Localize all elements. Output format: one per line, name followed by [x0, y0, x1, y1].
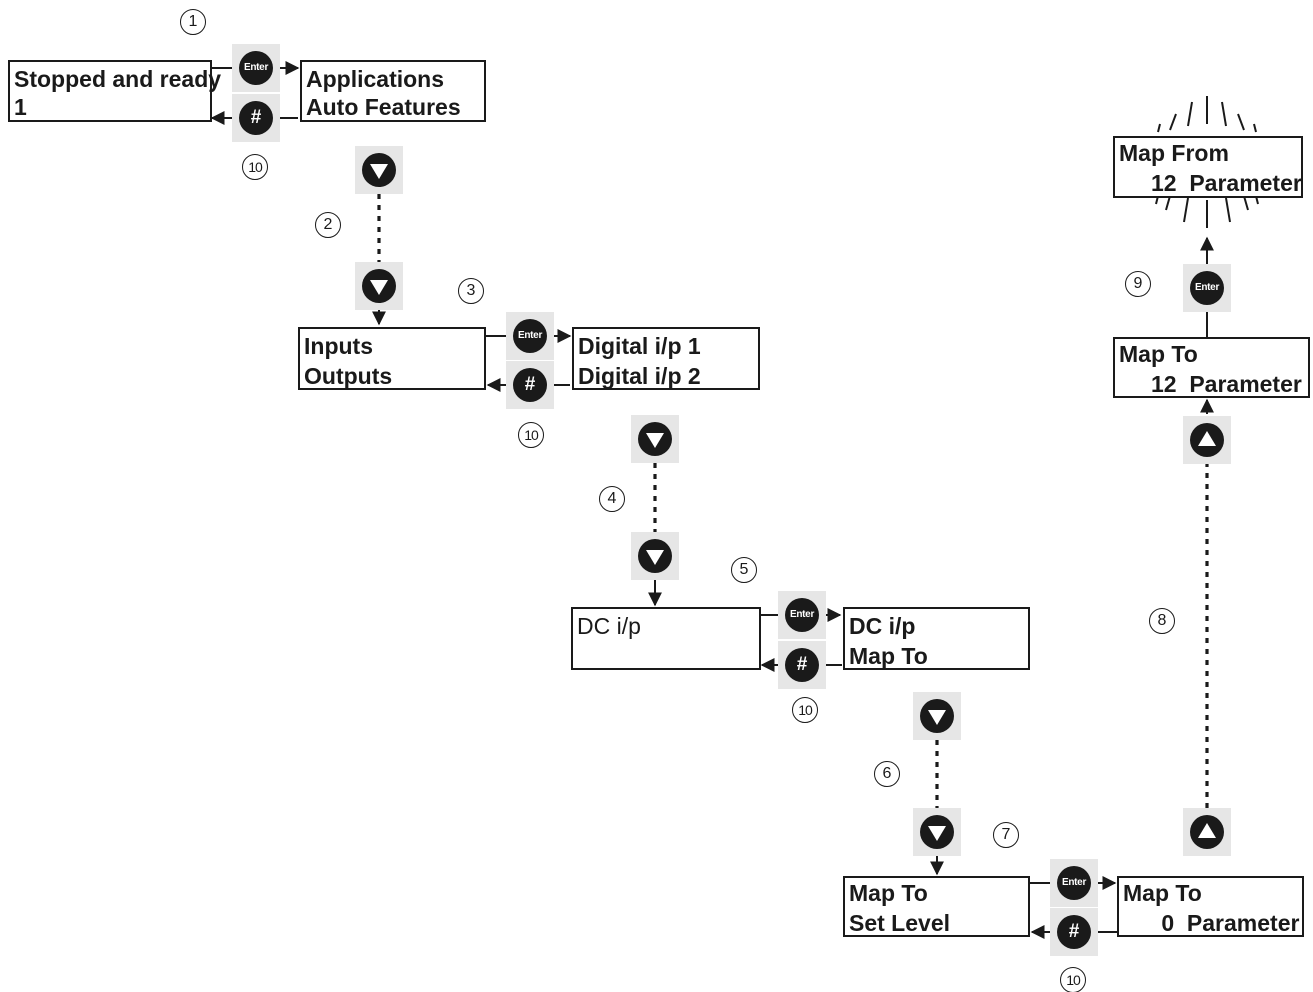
down-button[interactable]	[631, 415, 679, 463]
display-line-2: Auto Features	[306, 94, 461, 120]
display-line-2: 12 Parameter	[1119, 371, 1302, 397]
display-dc-menu: DC i/p	[571, 607, 761, 670]
display-applications: Applications Auto Features	[300, 60, 486, 122]
display-map-to-zero: Map To 0 Parameter	[1117, 876, 1304, 937]
hash-key-icon: #	[785, 648, 819, 682]
step-number: 1	[180, 9, 206, 35]
down-button[interactable]	[355, 262, 403, 310]
step-number: 10	[792, 697, 818, 723]
enter-key-icon: Enter	[1190, 271, 1224, 305]
display-line-1: Digital i/p 1	[578, 333, 701, 359]
display-line-2: Set Level	[849, 910, 950, 936]
enter-key-icon: Enter	[239, 51, 273, 85]
escape-hash-button[interactable]: #	[1050, 908, 1098, 956]
down-arrow-key-icon	[920, 699, 954, 733]
step-number: 2	[315, 212, 341, 238]
enter-key-icon: Enter	[513, 319, 547, 353]
display-line-1: DC i/p	[849, 613, 916, 639]
step-number: 3	[458, 278, 484, 304]
step-number: 10	[242, 154, 268, 180]
display-line-2: 12 Parameter	[1119, 170, 1302, 196]
escape-hash-button[interactable]: #	[778, 641, 826, 689]
enter-button[interactable]: Enter	[778, 591, 826, 639]
display-map-to-set-level: Map To Set Level	[843, 876, 1030, 937]
step-number: 8	[1149, 608, 1175, 634]
step-number: 5	[731, 557, 757, 583]
enter-button[interactable]: Enter	[1050, 859, 1098, 907]
display-stopped-ready: Stopped and ready 1	[8, 60, 221, 122]
enter-button[interactable]: Enter	[506, 312, 554, 360]
down-button[interactable]	[631, 532, 679, 580]
display-line-1: Map To	[1123, 880, 1202, 906]
down-arrow-key-icon	[638, 422, 672, 456]
display-line-1: Map From	[1119, 140, 1229, 166]
up-arrow-key-icon	[1190, 423, 1224, 457]
display-line-2: 0 Parameter	[1123, 910, 1300, 936]
step-number: 9	[1125, 271, 1151, 297]
display-line-1: DC i/p	[577, 613, 641, 639]
display-line-2: Map To	[849, 643, 928, 669]
down-arrow-key-icon	[638, 539, 672, 573]
down-arrow-key-icon	[362, 269, 396, 303]
step-number: 4	[599, 486, 625, 512]
hash-key-icon: #	[239, 101, 273, 135]
display-line-2: Digital i/p 2	[578, 363, 701, 389]
hash-key-icon: #	[513, 368, 547, 402]
hash-key-icon: #	[1057, 915, 1091, 949]
display-digital-inputs: Digital i/p 1 Digital i/p 2	[572, 327, 760, 390]
up-arrow-key-icon	[1190, 815, 1224, 849]
down-button[interactable]	[355, 146, 403, 194]
display-line-2: Outputs	[304, 363, 393, 389]
display-line-2: 1	[14, 94, 27, 120]
down-button[interactable]	[913, 808, 961, 856]
display-inputs-outputs: Inputs Outputs	[298, 327, 486, 390]
step-number: 7	[993, 822, 1019, 848]
down-arrow-key-icon	[362, 153, 396, 187]
up-button[interactable]	[1183, 808, 1231, 856]
escape-hash-button[interactable]: #	[232, 94, 280, 142]
display-dc-submenu: DC i/p Map To	[843, 607, 1030, 670]
enter-key-icon: Enter	[785, 598, 819, 632]
display-map-from: Map From 12 Parameter	[1113, 136, 1303, 198]
display-line-1: Map To	[1119, 341, 1198, 367]
down-arrow-key-icon	[920, 815, 954, 849]
display-line-1: Inputs	[304, 333, 373, 359]
display-line-1: Stopped and ready	[14, 66, 222, 92]
step-number: 6	[874, 761, 900, 787]
step-number: 10	[518, 422, 544, 448]
escape-hash-button[interactable]: #	[506, 361, 554, 409]
enter-button[interactable]: Enter	[1183, 264, 1231, 312]
down-button[interactable]	[913, 692, 961, 740]
display-line-1: Map To	[849, 880, 928, 906]
up-button[interactable]	[1183, 416, 1231, 464]
display-map-to-twelve: Map To 12 Parameter	[1113, 337, 1310, 398]
enter-key-icon: Enter	[1057, 866, 1091, 900]
display-line-1: Applications	[306, 66, 445, 92]
enter-button[interactable]: Enter	[232, 44, 280, 92]
step-number: 10	[1060, 967, 1086, 992]
